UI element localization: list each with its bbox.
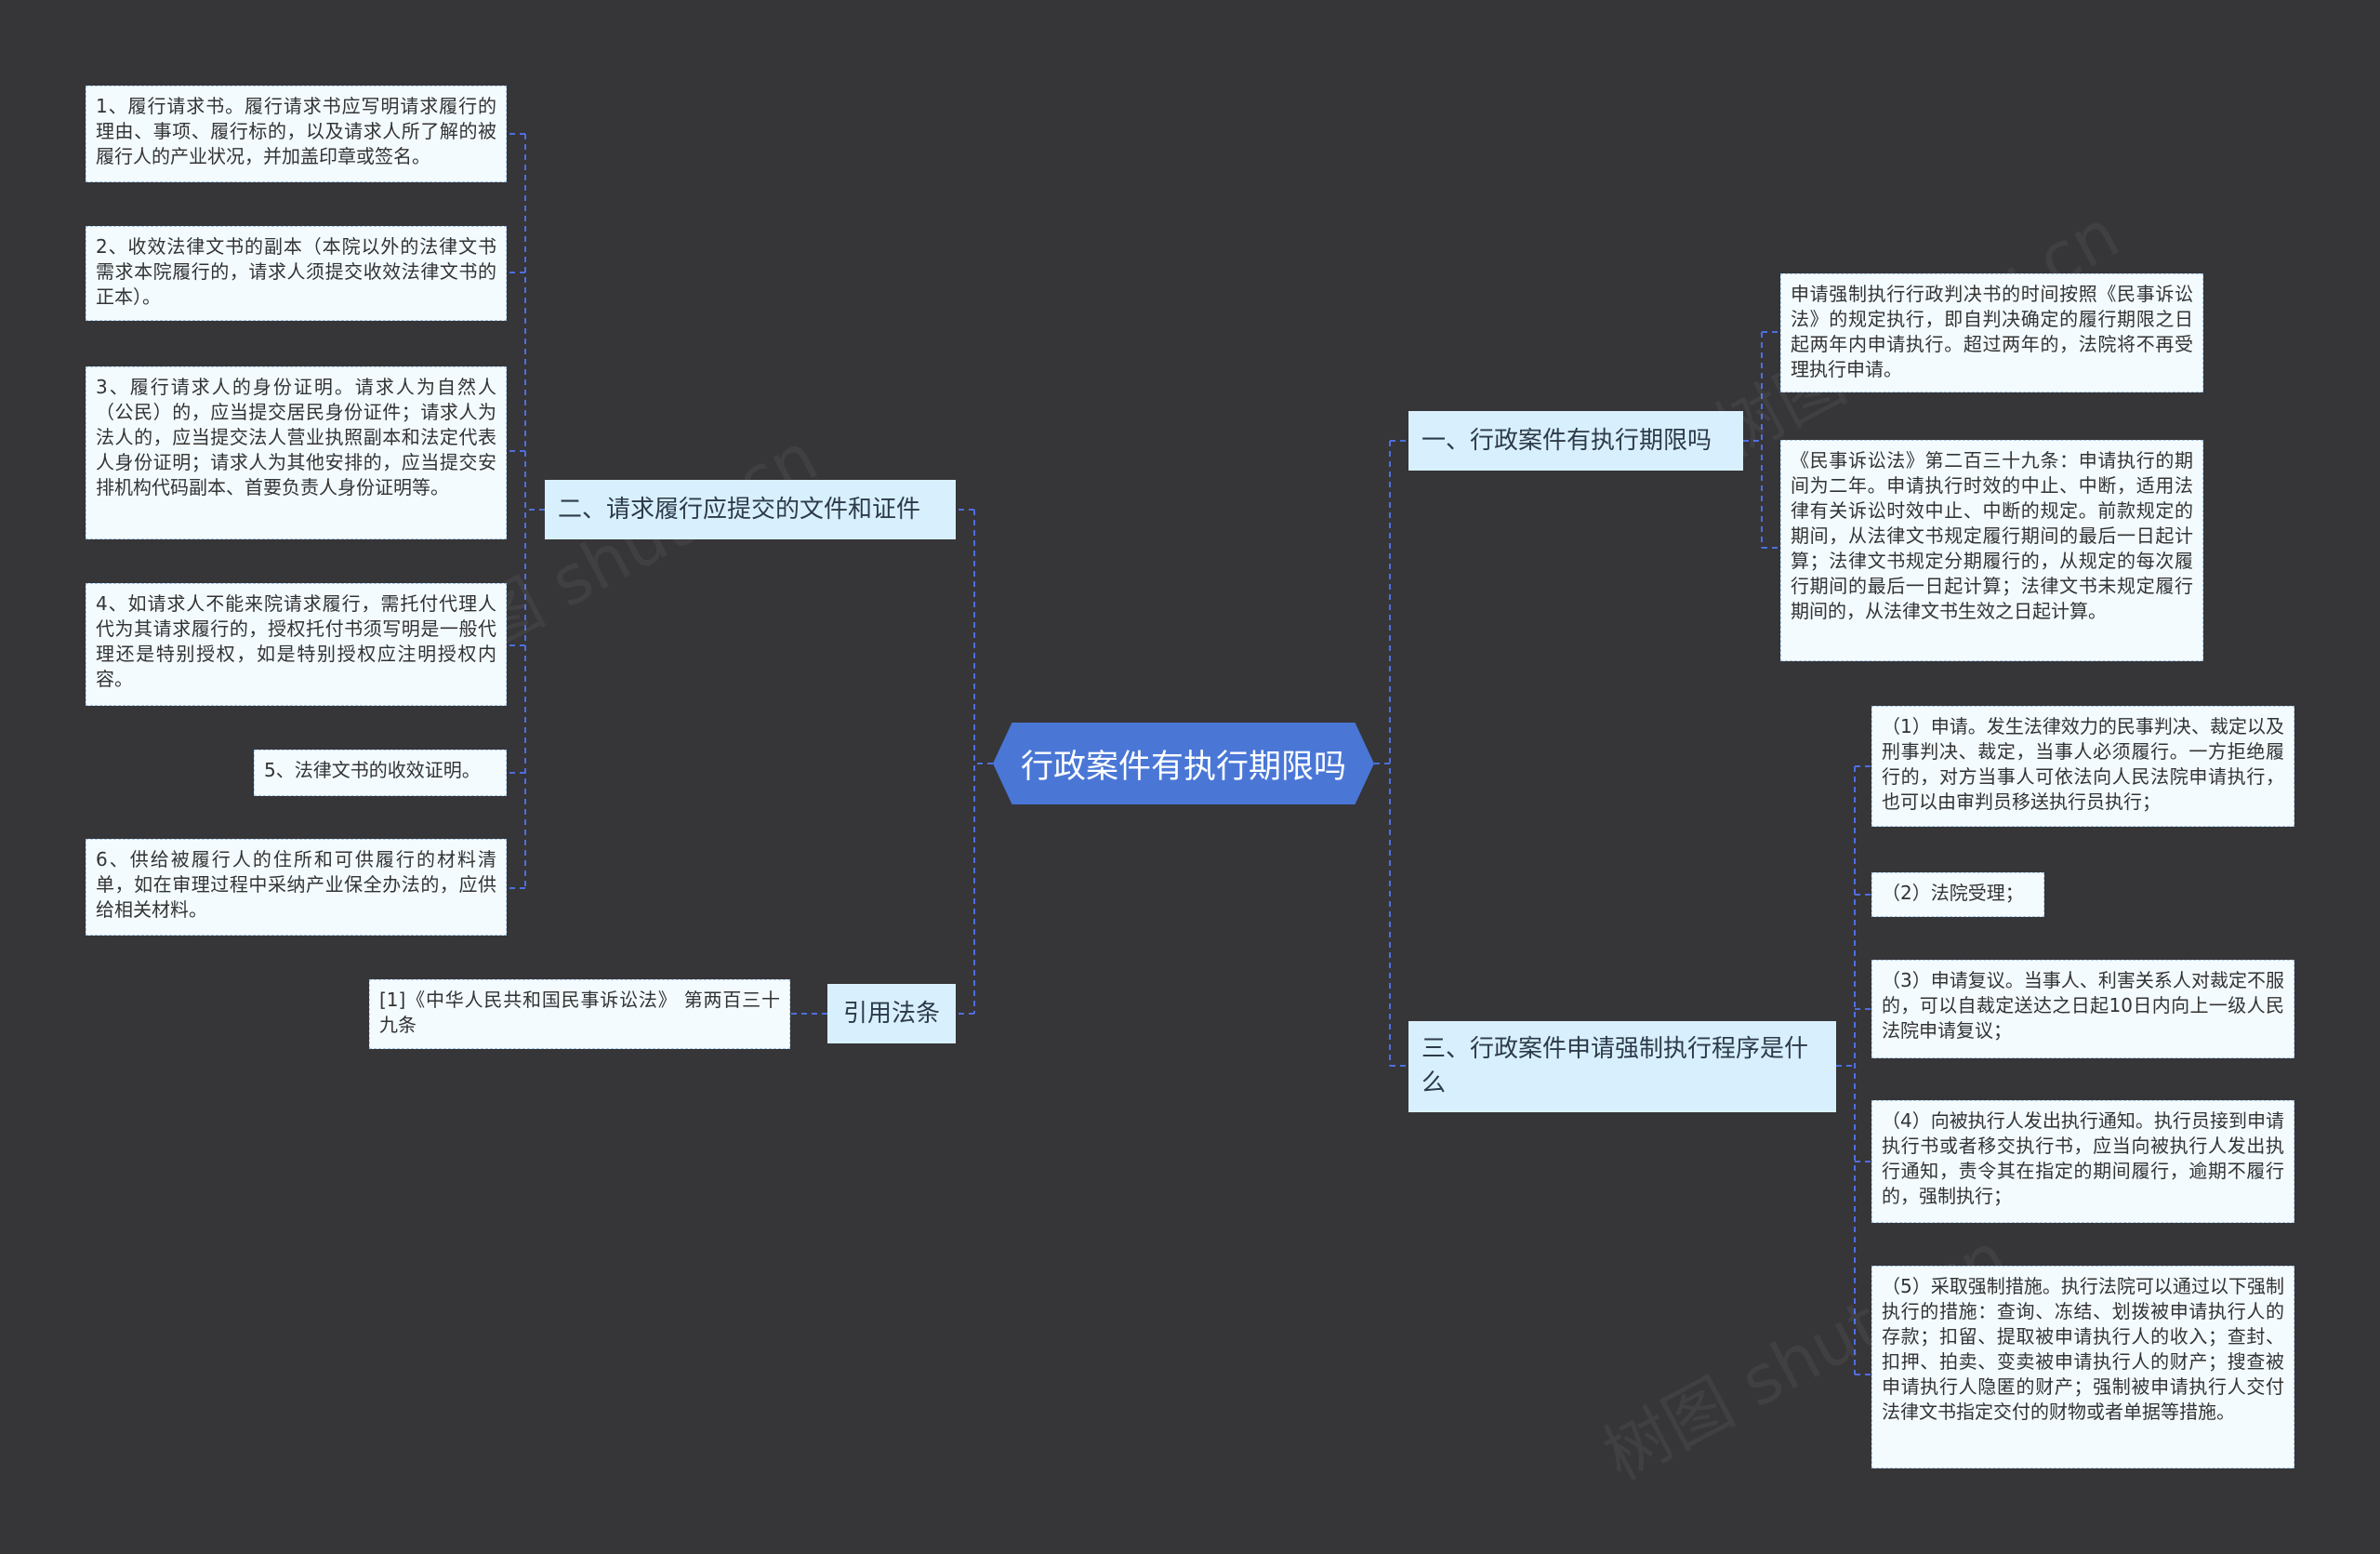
leaf-text: 申请强制执行行政判决书的时间按照《民事诉讼法》的规定执行，即自判决确定的履行期限…	[1791, 283, 2193, 380]
leaf-document-5[interactable]: 5、法律文书的收效证明。	[254, 750, 507, 796]
branch-execution-period[interactable]: 一、行政案件有执行期限吗	[1408, 411, 1743, 471]
leaf-document-4[interactable]: 4、如请求人不能来院请求履行，需托付代理人代为其请求履行的，授权托付书须写明是一…	[86, 583, 507, 706]
leaf-step-5-measures[interactable]: （5）采取强制措施。执行法院可以通过以下强制执行的措施：查询、冻结、划拨被申请执…	[1871, 1266, 2294, 1468]
branch-label: 引用法条	[842, 999, 940, 1028]
leaf-execution-period-rule[interactable]: 申请强制执行行政判决书的时间按照《民事诉讼法》的规定执行，即自判决确定的履行期限…	[1780, 273, 2203, 392]
branch-cited-law[interactable]: 引用法条	[827, 984, 956, 1043]
leaf-step-4-notice[interactable]: （4）向被执行人发出执行通知。执行员接到申请执行书或者移交执行书，应当向被执行人…	[1871, 1100, 2294, 1223]
leaf-text: （1）申请。发生法律效力的民事判决、裁定以及刑事判决、裁定，当事人必须履行。一方…	[1882, 715, 2284, 813]
branch-label: 二、请求履行应提交的文件和证件	[558, 495, 921, 524]
leaf-text: （4）向被执行人发出执行通知。执行员接到申请执行书或者移交执行书，应当向被执行人…	[1882, 1109, 2284, 1207]
leaf-step-3-reconsideration[interactable]: （3）申请复议。当事人、利害关系人对裁定不服的，可以自裁定送达之日起10日内向上…	[1871, 960, 2294, 1058]
leaf-text: 4、如请求人不能来院请求履行，需托付代理人代为其请求履行的，授权托付书须写明是一…	[96, 592, 496, 690]
leaf-text: [1]《中华人民共和国民事诉讼法》 第两百三十九条	[379, 989, 780, 1036]
leaf-document-6[interactable]: 6、供给被履行人的住所和可供履行的材料清单，如在审理过程中采纳产业保全办法的，应…	[86, 839, 507, 936]
leaf-text: 1、履行请求书。履行请求书应写明请求履行的理由、事项、履行标的，以及请求人所了解…	[96, 95, 496, 167]
leaf-text: 3、履行请求人的身份证明。请求人为自然人（公民）的，应当提交居民身份证件；请求人…	[96, 376, 496, 498]
leaf-text: （2）法院受理；	[1882, 882, 2024, 904]
branch-enforcement-procedure[interactable]: 三、行政案件申请强制执行程序是什么	[1408, 1021, 1836, 1112]
leaf-step-1-application[interactable]: （1）申请。发生法律效力的民事判决、裁定以及刑事判决、裁定，当事人必须履行。一方…	[1871, 706, 2294, 827]
leaf-step-2-acceptance[interactable]: （2）法院受理；	[1871, 872, 2044, 917]
leaf-document-2[interactable]: 2、收效法律文书的副本（本院以外的法律文书需求本院履行的，请求人须提交收效法律文…	[86, 226, 507, 321]
leaf-cited-law[interactable]: [1]《中华人民共和国民事诉讼法》 第两百三十九条	[369, 979, 790, 1049]
leaf-text: （5）采取强制措施。执行法院可以通过以下强制执行的措施：查询、冻结、划拨被申请执…	[1882, 1275, 2284, 1423]
branch-required-documents[interactable]: 二、请求履行应提交的文件和证件	[545, 480, 956, 539]
root-topic-label: 行政案件有执行期限吗	[1020, 748, 1346, 786]
leaf-text: 5、法律文书的收效证明。	[264, 759, 481, 781]
leaf-civil-procedure-article-239[interactable]: 《民事诉讼法》第二百三十九条：申请执行的期间为二年。申请执行时效的中止、中断，适…	[1780, 440, 2203, 661]
branch-label: 三、行政案件申请强制执行程序是什么	[1421, 1035, 1809, 1097]
branch-label: 一、行政案件有执行期限吗	[1421, 426, 1712, 455]
leaf-text: 2、收效法律文书的副本（本院以外的法律文书需求本院履行的，请求人须提交收效法律文…	[96, 235, 496, 308]
leaf-text: 6、供给被履行人的住所和可供履行的材料清单，如在审理过程中采纳产业保全办法的，应…	[96, 848, 496, 921]
leaf-document-3[interactable]: 3、履行请求人的身份证明。请求人为自然人（公民）的，应当提交居民身份证件；请求人…	[86, 366, 507, 539]
leaf-document-1[interactable]: 1、履行请求书。履行请求书应写明请求履行的理由、事项、履行标的，以及请求人所了解…	[86, 86, 507, 182]
leaf-text: 《民事诉讼法》第二百三十九条：申请执行的期间为二年。申请执行时效的中止、中断，适…	[1791, 449, 2193, 622]
root-topic[interactable]: 行政案件有执行期限吗	[993, 723, 1374, 804]
leaf-text: （3）申请复议。当事人、利害关系人对裁定不服的，可以自裁定送达之日起10日内向上…	[1882, 969, 2284, 1042]
